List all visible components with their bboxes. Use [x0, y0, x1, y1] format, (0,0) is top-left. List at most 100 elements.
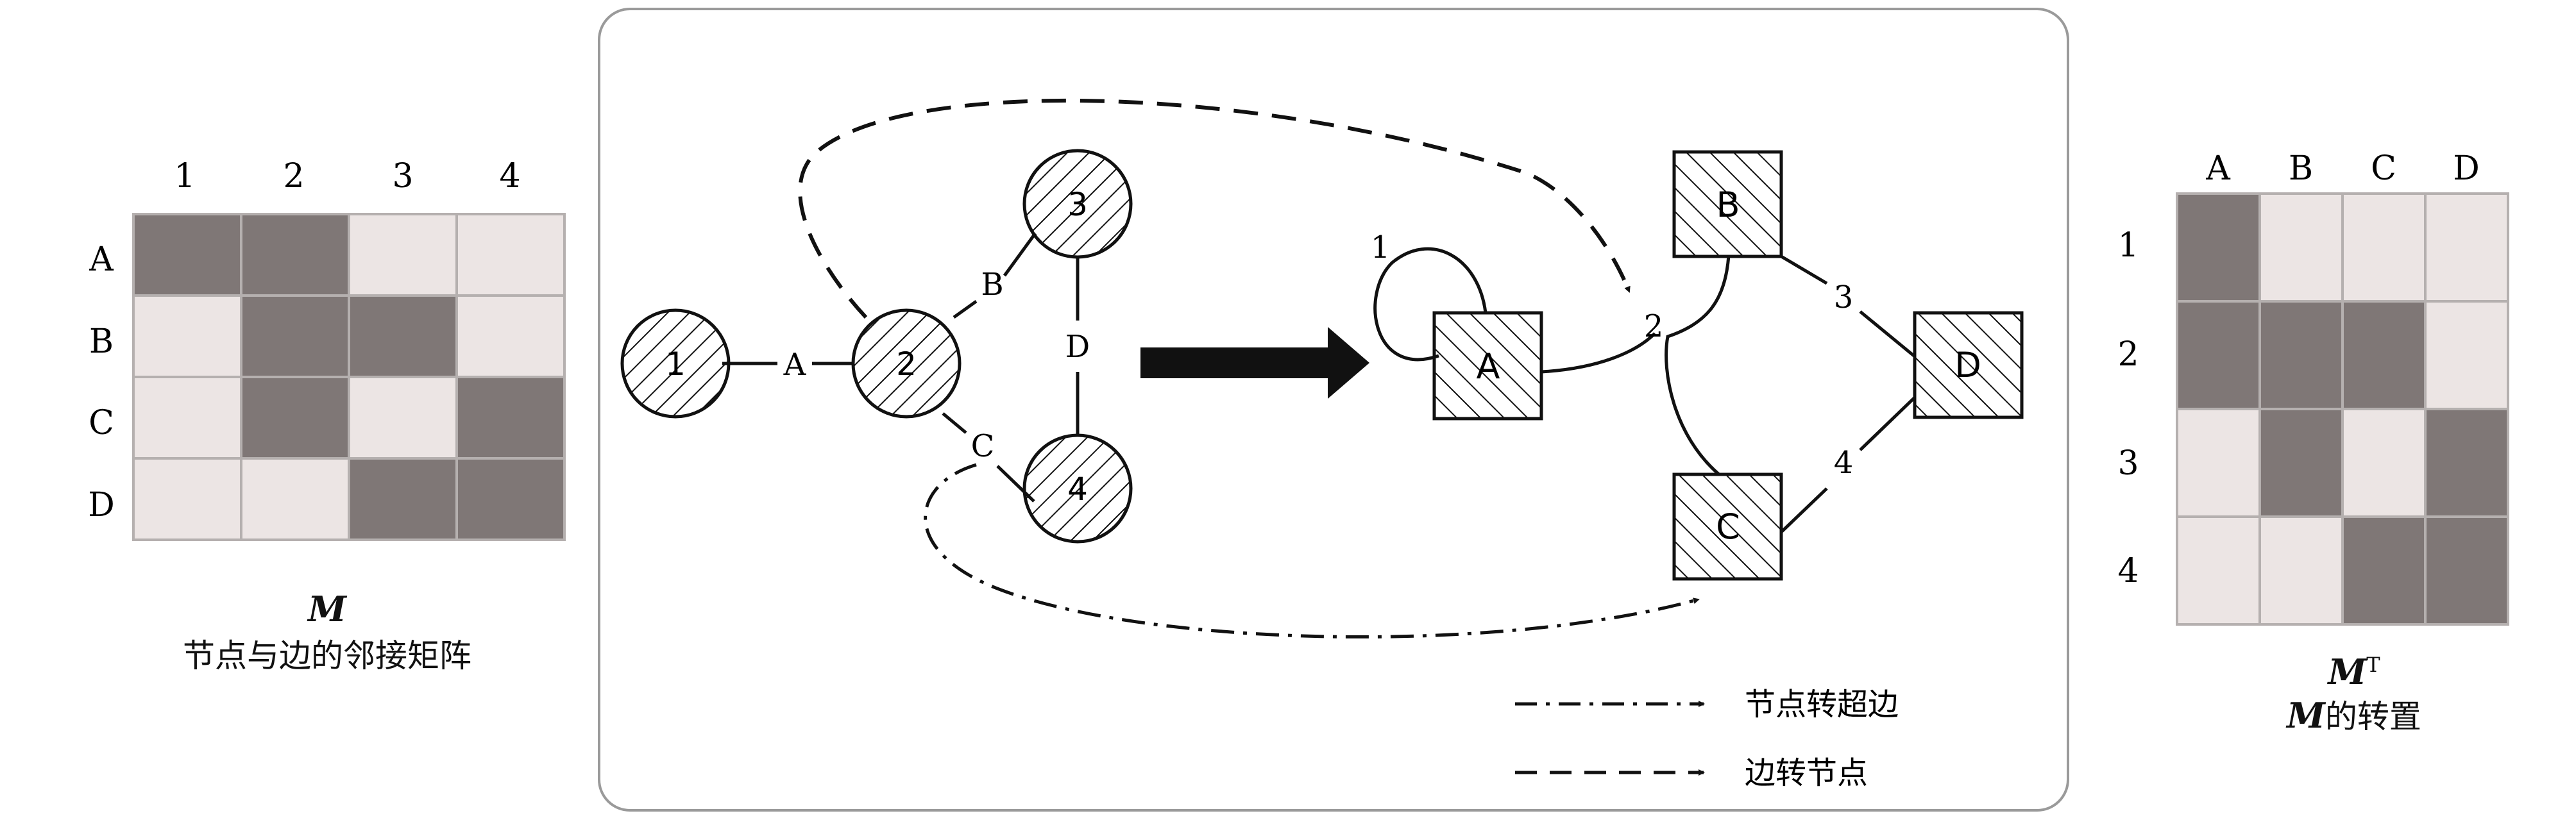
- matrix-cell: [2341, 300, 2427, 410]
- dual-graph: A B C D 1 2 3 4: [1371, 150, 2024, 581]
- dual-edge-label: 4: [1834, 445, 1854, 481]
- matrix-cell: [2341, 515, 2427, 626]
- graph-node-2: [851, 308, 962, 419]
- matrix-cell: [2424, 192, 2509, 303]
- original-graph: 1 2 3 4 A B C D: [620, 149, 1133, 544]
- left-matrix-symbol: M: [308, 588, 346, 630]
- dual-edge-2: [1665, 255, 1731, 476]
- matrix-cell: [2258, 515, 2344, 626]
- right-matrix-col-label: C: [2371, 149, 2396, 188]
- dual-edge-4: [1780, 487, 1828, 533]
- left-matrix-row-label: C: [89, 404, 114, 442]
- graph-node-label: 2: [896, 346, 917, 383]
- transpose-superscript: T: [2366, 653, 2380, 677]
- matrix-cell: [455, 294, 566, 378]
- legend-dashed-label: 边转节点: [1745, 755, 1868, 791]
- graph-edge-label: A: [783, 347, 807, 383]
- dual-node-label: A: [1477, 346, 1500, 387]
- right-matrix-row-label: 1: [2117, 226, 2139, 265]
- matrix-cell: [348, 213, 458, 297]
- dual-edge-4: [1859, 396, 1916, 451]
- dual-edge-2: [1541, 332, 1656, 374]
- matrix-cell: [132, 294, 242, 378]
- node-to-hyperedge-arrow: [924, 463, 1700, 639]
- matrix-cell: [2176, 408, 2261, 518]
- left-matrix-row-label: D: [88, 486, 115, 524]
- right-matrix-row-label: 3: [2117, 444, 2139, 483]
- self-loop: [1373, 247, 1487, 362]
- dual-node-B: [1672, 150, 1783, 258]
- left-matrix: 1 2 3 4 A B C D: [88, 157, 566, 541]
- dual-node-D: [1913, 311, 2024, 419]
- matrix-cell: [2341, 408, 2427, 518]
- dual-node-label: D: [1954, 345, 1981, 385]
- dual-node-label: B: [1716, 185, 1740, 225]
- matrix-cell: [2258, 300, 2344, 410]
- dual-node-A: [1432, 311, 1543, 421]
- dual-edge-label: 3: [1834, 280, 1854, 315]
- graph-edge-label: B: [981, 267, 1003, 303]
- right-matrix-cells: [2176, 192, 2509, 626]
- matrix-cell: [455, 457, 566, 541]
- matrix-cell: [348, 457, 458, 541]
- matrix-cell: [2424, 408, 2509, 518]
- left-matrix-col-label: 4: [499, 157, 520, 196]
- legend-dashdot-label: 节点转超边: [1745, 687, 1899, 722]
- dual-edge-3: [1780, 255, 1828, 285]
- right-matrix-row-label: 2: [2117, 335, 2139, 374]
- matrix-cell: [2176, 192, 2261, 303]
- matrix-cell: [2176, 300, 2261, 410]
- matrix-cell: [2258, 408, 2344, 518]
- graph-edge-label: D: [1065, 329, 1090, 365]
- edge-C-line: [942, 412, 967, 434]
- right-matrix-caption-text: 的转置: [2325, 698, 2421, 735]
- left-matrix-col-label: 2: [283, 157, 304, 196]
- matrix-cell: [132, 457, 242, 541]
- transform-arrow: [1140, 327, 1369, 399]
- graph-edge-label: C: [971, 428, 995, 464]
- matrix-cell: [348, 294, 458, 378]
- edge-B-line: [953, 299, 978, 319]
- matrix-cell: [132, 213, 242, 297]
- left-matrix-col-label: 3: [392, 157, 413, 196]
- right-matrix-col-label: D: [2453, 149, 2480, 188]
- right-caption-symbol: M: [2287, 695, 2325, 736]
- dual-node-C: [1672, 472, 1783, 581]
- matrix-cell: [240, 457, 350, 541]
- graph-node-label: 4: [1067, 471, 1088, 508]
- matrix-cell: [2176, 515, 2261, 626]
- graph-node-4: [1022, 433, 1133, 544]
- left-matrix-col-label: 1: [174, 157, 195, 196]
- edge-to-node-arrow: [798, 98, 1631, 319]
- matrix-cell: [2341, 192, 2427, 303]
- dual-node-label: C: [1716, 506, 1740, 547]
- legend: 节点转超边 边转节点: [1515, 687, 1899, 791]
- dual-edge-label: 2: [1644, 308, 1664, 344]
- matrix-cell: [455, 213, 566, 297]
- matrix-cell: [2424, 515, 2509, 626]
- graph-node-1: [620, 308, 731, 419]
- graph-node-3: [1022, 149, 1133, 259]
- matrix-cell: [240, 294, 350, 378]
- left-matrix-caption: M 节点与边的邻接矩阵: [115, 587, 539, 680]
- right-matrix-caption: MT M的转置: [2168, 644, 2540, 739]
- right-matrix-col-label: A: [2205, 149, 2231, 188]
- matrix-cell: [348, 376, 458, 460]
- graph-node-label: 1: [665, 346, 686, 383]
- matrix-cell: [455, 376, 566, 460]
- right-matrix-col-label: B: [2289, 149, 2313, 188]
- right-matrix-symbol: M: [2328, 651, 2367, 692]
- left-matrix-cells: [132, 213, 566, 541]
- dual-edge-label: 1: [1371, 230, 1391, 265]
- matrix-cell: [240, 376, 350, 460]
- matrix-cell: [2258, 192, 2344, 303]
- edge-B-line: [1003, 232, 1037, 277]
- left-matrix-row-label: B: [89, 322, 114, 361]
- right-matrix-row-label: 4: [2117, 552, 2139, 590]
- graph-node-label: 3: [1067, 186, 1088, 223]
- left-matrix-row-label: A: [89, 240, 114, 279]
- dual-edge-3: [1859, 310, 1916, 358]
- center-panel: [598, 8, 2069, 812]
- matrix-cell: [132, 376, 242, 460]
